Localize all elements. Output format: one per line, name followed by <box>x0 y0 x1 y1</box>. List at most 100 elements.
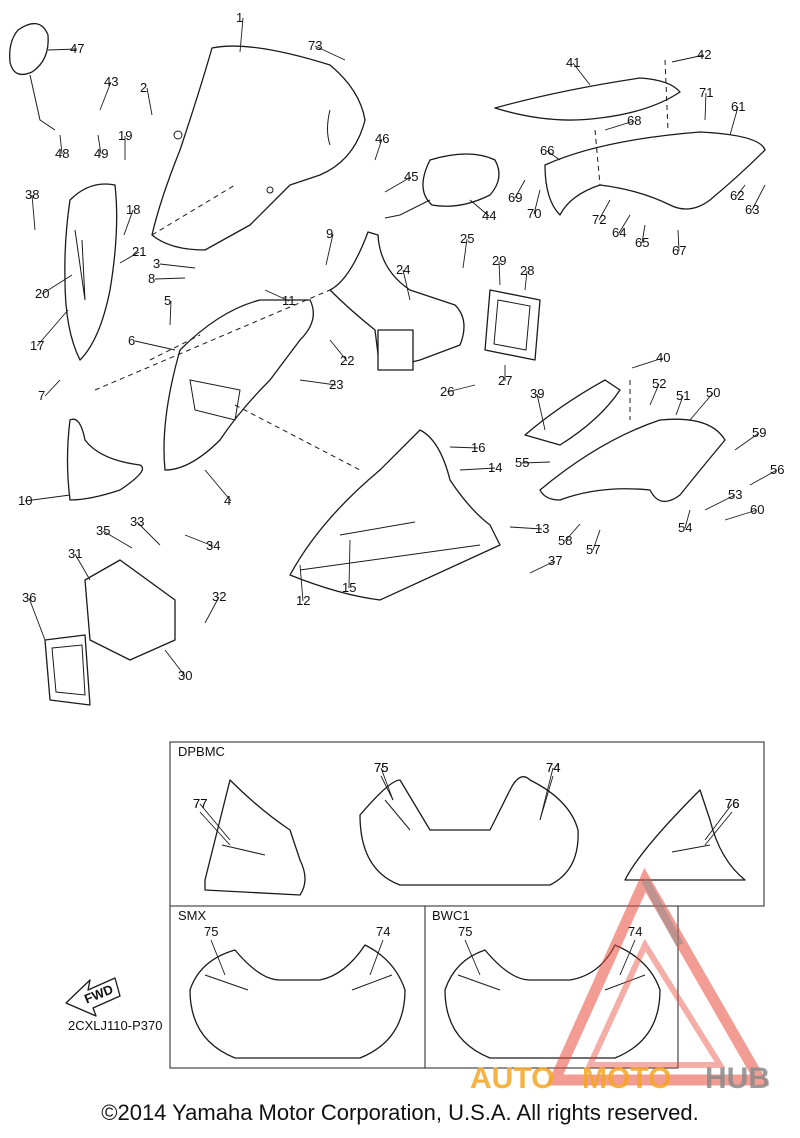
leader-line-59 <box>734 432 760 451</box>
leader-line-49 <box>97 134 102 155</box>
leader-line-17 <box>36 309 69 347</box>
variant-label-bwc1: BWC1 <box>432 908 470 923</box>
leader-line-10 <box>24 494 71 502</box>
part-number-42: 42 <box>697 47 711 62</box>
part-number-66: 66 <box>540 143 554 158</box>
part-number-62: 62 <box>730 188 744 203</box>
leader-line-42 <box>671 54 705 63</box>
part-number-37: 37 <box>548 553 562 568</box>
variant-leader-dpbmc-1 <box>539 775 554 821</box>
leader-line-38 <box>31 194 36 231</box>
stay-bracket-part <box>329 231 465 371</box>
part-number-20: 20 <box>35 286 49 301</box>
variant-leader-dpbmc-3 <box>704 811 733 846</box>
leader-line-15 <box>348 539 351 589</box>
leader-line-18 <box>123 209 134 236</box>
part-number-77: 77 <box>193 796 207 811</box>
part-number-33: 33 <box>130 514 144 529</box>
part-number-47: 47 <box>70 41 84 56</box>
inner-frame-part <box>163 299 314 471</box>
part-number-21: 21 <box>132 244 146 259</box>
leader-line-48 <box>59 134 63 155</box>
part-number-52: 52 <box>652 376 666 391</box>
leader-line-1 <box>239 17 244 53</box>
duct-box-part <box>44 559 176 706</box>
part-number-15: 15 <box>342 580 356 595</box>
side-cover-upper-part <box>494 77 681 121</box>
leader-line-14 <box>459 467 496 471</box>
part-number-29: 29 <box>492 253 506 268</box>
leader-line-72 <box>598 199 611 221</box>
copyright-notice: ©2014 Yamaha Motor Corporation, U.S.A. A… <box>101 1100 699 1125</box>
leader-line-16 <box>449 446 479 449</box>
variant-callout-dpbmc-76: 76 <box>725 796 739 811</box>
leader-line-21 <box>119 251 140 264</box>
leader-line-43 <box>99 81 112 111</box>
leader-line-13 <box>509 526 543 530</box>
leader-line-34 <box>184 534 214 547</box>
part-number-48: 48 <box>55 146 69 161</box>
leader-line-53 <box>704 494 736 511</box>
leader-line-50 <box>689 392 714 421</box>
part-number-23: 23 <box>329 377 343 392</box>
leader-line-45 <box>384 176 412 193</box>
leader-line-70 <box>533 189 541 215</box>
leader-line-22 <box>329 339 348 362</box>
leader-line-25 <box>462 238 468 269</box>
leader-line-37 <box>529 560 556 574</box>
leader-line-12 <box>299 564 304 602</box>
leader-line-67 <box>677 229 680 252</box>
duct-part <box>484 289 541 361</box>
leader-line-68 <box>604 120 635 131</box>
part-number-55: 55 <box>515 455 529 470</box>
watermark-logo: AUTO MOTO HUB <box>470 867 770 1095</box>
part-callouts: 1234567891011121314151617181920212223242… <box>18 10 784 811</box>
part-number-30: 30 <box>178 668 192 683</box>
leader-line-77 <box>199 803 231 841</box>
leader-line-61 <box>729 106 739 136</box>
leader-line-56 <box>749 469 778 486</box>
part-number-18: 18 <box>126 202 140 217</box>
leader-line-7 <box>44 379 61 397</box>
part-number-19: 19 <box>118 128 132 143</box>
part-number-10: 10 <box>18 493 32 508</box>
leader-line-6 <box>134 340 176 351</box>
variant-label-smx: SMX <box>178 908 207 923</box>
leader-line-32 <box>204 596 220 624</box>
part-number-50: 50 <box>706 385 720 400</box>
part-number-57: 57 <box>586 542 600 557</box>
side-cover-left-part <box>64 183 118 361</box>
leader-line-39 <box>536 393 546 431</box>
part-number-7: 7 <box>38 388 45 403</box>
leader-line-66 <box>546 150 561 161</box>
leader-line-2 <box>146 87 153 116</box>
part-number-74: 74 <box>546 760 560 775</box>
main-cowling-part <box>289 429 501 601</box>
variant-callout-dpbmc-77: 77 <box>193 796 207 811</box>
variant-leader-smx-0 <box>210 939 226 976</box>
variant-callout-bwc1-74: 74 <box>628 924 642 939</box>
variant-box-bwc1 <box>424 905 679 1069</box>
leader-line-4 <box>204 469 232 502</box>
part-number-73: 73 <box>308 38 322 53</box>
watermark-auto: AUTO <box>470 1062 554 1095</box>
leader-line-71 <box>704 92 707 121</box>
leader-line-65 <box>641 224 646 244</box>
part-number-65: 65 <box>635 235 649 250</box>
leader-line-35 <box>102 530 133 549</box>
leader-line-63 <box>751 184 766 211</box>
lower-side-panel-part <box>524 379 726 502</box>
part-number-3: 3 <box>153 256 160 271</box>
part-number-40: 40 <box>656 350 670 365</box>
leader-line-36 <box>28 597 46 641</box>
part-number-39: 39 <box>530 386 544 401</box>
part-number-24: 24 <box>396 262 410 277</box>
leader-line-62 <box>736 184 746 197</box>
leader-line-41 <box>572 62 591 86</box>
part-number-16: 16 <box>471 440 485 455</box>
leader-line-30 <box>164 649 186 677</box>
fwd-arrow: FWD <box>65 977 121 1017</box>
part-number-22: 22 <box>340 353 354 368</box>
part-number-56: 56 <box>770 462 784 477</box>
part-number-1: 1 <box>236 10 243 25</box>
